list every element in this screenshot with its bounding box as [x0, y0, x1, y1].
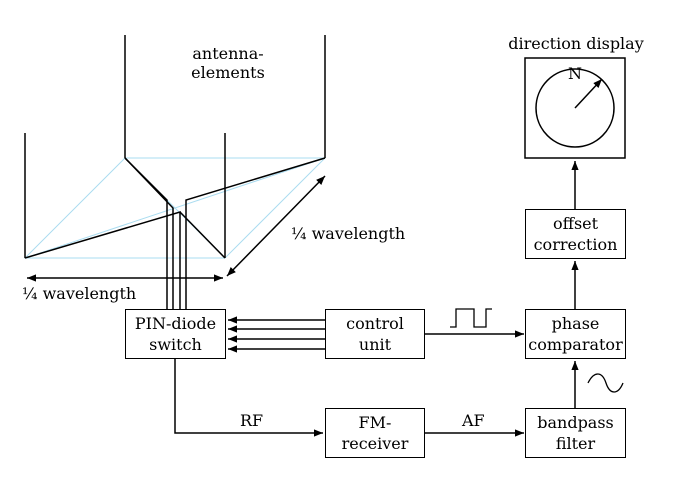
- control-unit-line1: control: [346, 314, 404, 333]
- bandpass-filter-line2: filter: [555, 434, 596, 453]
- quarter-wave-horizontal-label: ¼ wavelength: [22, 284, 137, 303]
- rf-signal-arrow: [174, 359, 323, 437]
- fm-receiver-line2: receiver: [341, 434, 409, 453]
- control-lines: [228, 316, 325, 353]
- antenna-elements: [24, 35, 326, 258]
- antenna-label-line2: elements: [191, 63, 265, 82]
- compass-n-label: N: [568, 64, 582, 83]
- control-unit-block: control unit: [325, 309, 425, 359]
- compass-dial: [535, 68, 615, 148]
- offset-correction-line1: offset: [552, 214, 599, 233]
- compass-needle: [574, 78, 603, 109]
- quarter-wave-diagonal-arrow: [226, 175, 326, 277]
- bandpass-filter-line1: bandpass: [537, 413, 614, 432]
- pin-diode-switch-line2: switch: [149, 335, 202, 354]
- phase-comparator-line2: comparator: [528, 335, 623, 354]
- rf-label: RF: [240, 411, 264, 430]
- antenna-elements-label: antenna- elements: [186, 44, 270, 82]
- pin-diode-switch-line1: PIN-diode: [134, 314, 217, 333]
- phase-comparator-line1: phase: [551, 314, 600, 333]
- sine-wave-icon: [587, 373, 624, 393]
- direction-display-label: direction display: [508, 34, 644, 53]
- bandpass-filter-block: bandpass filter: [525, 408, 626, 458]
- control-unit-line2: unit: [358, 335, 392, 354]
- offset-correction-line2: correction: [533, 235, 618, 254]
- pin-diode-switch-block: PIN-diode switch: [125, 309, 226, 359]
- offset-correction-block: offset correction: [525, 209, 626, 259]
- fm-receiver-block: FM- receiver: [325, 408, 425, 458]
- square-wave-icon: [450, 308, 492, 328]
- phase-comparator-block: phase comparator: [525, 309, 626, 359]
- fm-receiver-line1: FM-: [358, 413, 392, 432]
- quarter-wave-diagonal-label: ¼ wavelength: [291, 224, 406, 243]
- antenna-label-line1: antenna-: [192, 44, 264, 63]
- af-label: AF: [462, 411, 485, 430]
